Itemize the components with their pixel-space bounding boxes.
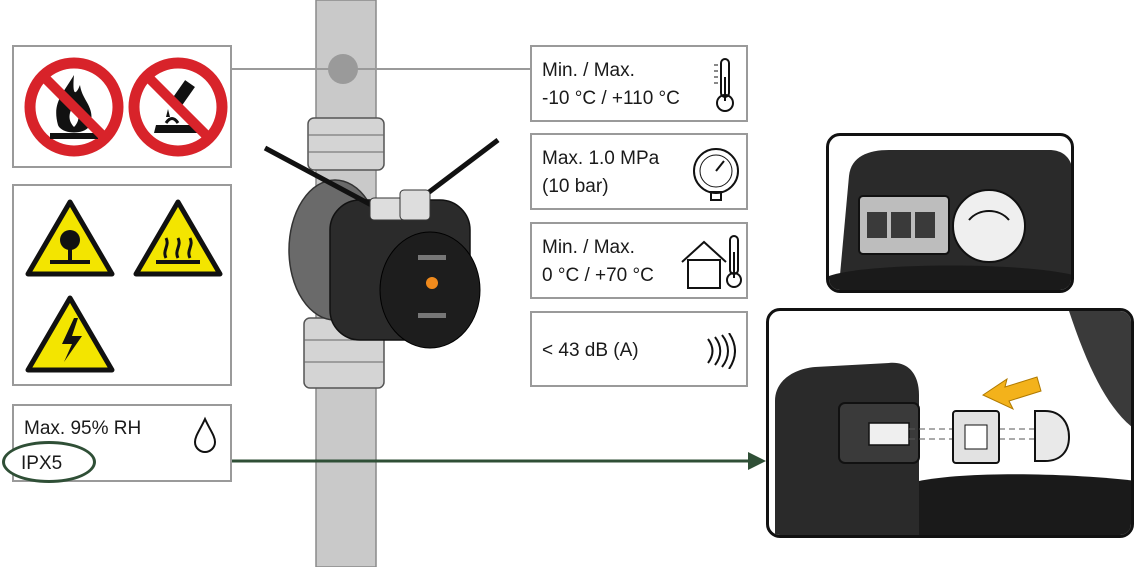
connector-socket-illustration <box>829 150 1071 290</box>
spec-media-temperature: Min. / Max. -10 °C / +110 °C <box>530 45 748 122</box>
pump-led <box>426 277 438 289</box>
no-corrosive-liquids-icon <box>128 57 228 157</box>
warning-signs-panel <box>12 184 232 386</box>
thermometer-icon <box>714 58 734 112</box>
spec-line1: Max. 1.0 MPa <box>542 148 660 169</box>
humidity-label: Max. 95% RH <box>24 418 142 439</box>
connector-dot <box>328 54 358 84</box>
spec-line1: Min. / Max. <box>542 237 635 258</box>
spec-line1: Min. / Max. <box>542 60 635 81</box>
water-drop-icon <box>193 416 217 454</box>
detail-connector-socket <box>826 133 1074 293</box>
environmental-hazard-icon <box>25 199 115 277</box>
spec-noise: < 43 dB (A) <box>530 311 748 387</box>
detail-connector-assembly <box>766 308 1134 538</box>
electrical-hazard-icon <box>25 295 115 373</box>
cable-left <box>263 145 392 218</box>
spec-line1: < 43 dB (A) <box>542 340 639 361</box>
pressure-gauge-icon <box>693 148 739 201</box>
cap-piece <box>1034 410 1071 462</box>
connector-assembly-illustration <box>775 311 1131 535</box>
spec-line2: (10 bar) <box>542 176 609 197</box>
ipx5-label: IPX5 <box>21 453 63 474</box>
upper-union-nut <box>307 117 385 171</box>
spec-line2: -10 °C / +110 °C <box>542 88 680 109</box>
spec-line2: 0 °C / +70 °C <box>542 265 654 286</box>
no-open-flame-icon <box>24 57 124 157</box>
ipx5-arrow-head <box>748 452 766 470</box>
ipx5-badge: IPX5 <box>2 441 96 483</box>
spec-pressure: Max. 1.0 MPa (10 bar) <box>530 133 748 210</box>
sound-waves-icon <box>707 333 736 369</box>
spec-ambient-temperature: Min. / Max. 0 °C / +70 °C <box>530 222 748 299</box>
prohibition-signs-panel <box>12 45 232 168</box>
hot-surface-icon <box>133 199 223 277</box>
house-thermometer-icon <box>681 235 742 289</box>
insert-direction-arrow <box>981 376 1042 411</box>
